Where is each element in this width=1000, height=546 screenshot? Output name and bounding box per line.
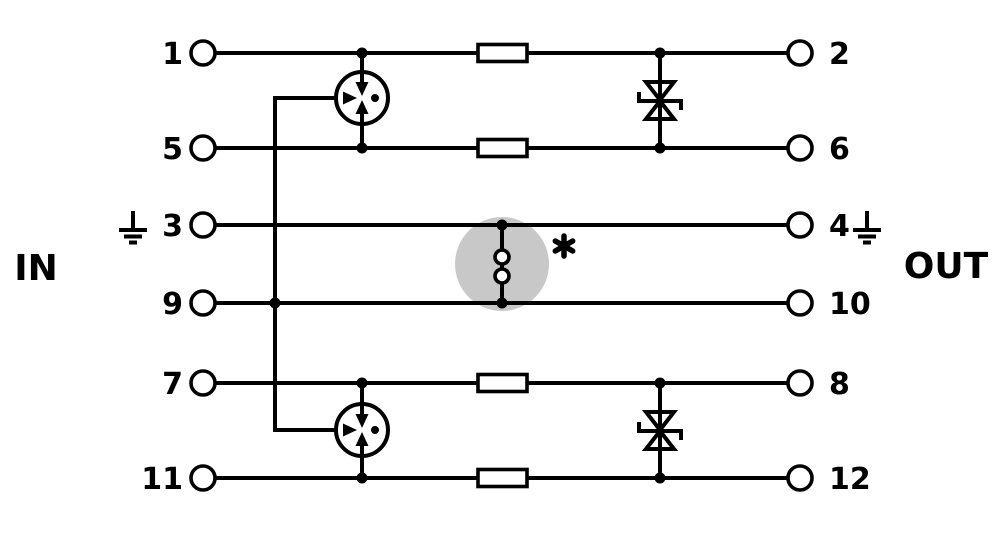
suppressor-diode-top xyxy=(637,53,683,148)
terminal-label-10: 10 xyxy=(829,287,871,322)
gas-discharge-tube-bottom xyxy=(334,383,390,478)
spark-gap xyxy=(493,225,511,303)
resistor-line-7 xyxy=(476,372,529,394)
resistor-line-5 xyxy=(476,137,529,159)
terminal-label-7: 7 xyxy=(162,367,183,402)
junction-dot xyxy=(496,297,508,309)
suppressor-diode-bottom xyxy=(637,383,683,478)
terminal-out-8 xyxy=(786,369,814,397)
junction-dot xyxy=(654,472,666,484)
ground-icon-right xyxy=(853,211,881,245)
terminal-in-7 xyxy=(189,369,217,397)
terminal-label-5: 5 xyxy=(162,132,183,167)
terminal-label-12: 12 xyxy=(829,462,871,497)
ground-bus xyxy=(273,96,345,432)
resistor-line-11 xyxy=(476,467,529,489)
terminal-label-2: 2 xyxy=(829,37,850,72)
junction-dot xyxy=(269,297,281,309)
resistor-line-1 xyxy=(476,42,529,64)
terminal-label-1: 1 xyxy=(162,37,183,72)
terminal-label-3: 3 xyxy=(162,209,183,244)
in-label: IN xyxy=(14,248,58,289)
junction-dot xyxy=(654,377,666,389)
asterisk-marker xyxy=(552,233,576,259)
terminal-in-5 xyxy=(189,134,217,162)
terminal-out-12 xyxy=(786,464,814,492)
junction-dot xyxy=(654,142,666,154)
out-label: OUT xyxy=(904,246,989,287)
junction-dot xyxy=(356,472,368,484)
junction-dot xyxy=(654,47,666,59)
ground-icon-left xyxy=(119,211,147,245)
terminal-label-6: 6 xyxy=(829,132,850,167)
junction-dot xyxy=(356,377,368,389)
gas-fill-dot xyxy=(371,94,379,102)
junction-dot xyxy=(356,47,368,59)
terminal-in-9 xyxy=(189,289,217,317)
gas-fill-dot xyxy=(371,426,379,434)
junction-dot xyxy=(356,142,368,154)
gas-discharge-tube-top xyxy=(334,53,390,148)
terminal-in-1 xyxy=(189,39,217,67)
terminal-label-11: 11 xyxy=(141,462,183,497)
terminal-label-8: 8 xyxy=(829,367,850,402)
terminal-out-6 xyxy=(786,134,814,162)
terminal-label-4: 4 xyxy=(829,209,850,244)
terminal-label-9: 9 xyxy=(162,287,183,322)
terminal-out-10 xyxy=(786,289,814,317)
terminal-in-11 xyxy=(189,464,217,492)
terminal-in-3 xyxy=(189,211,217,239)
terminal-out-2 xyxy=(786,39,814,67)
terminal-out-4 xyxy=(786,211,814,239)
junction-dot xyxy=(496,219,508,231)
